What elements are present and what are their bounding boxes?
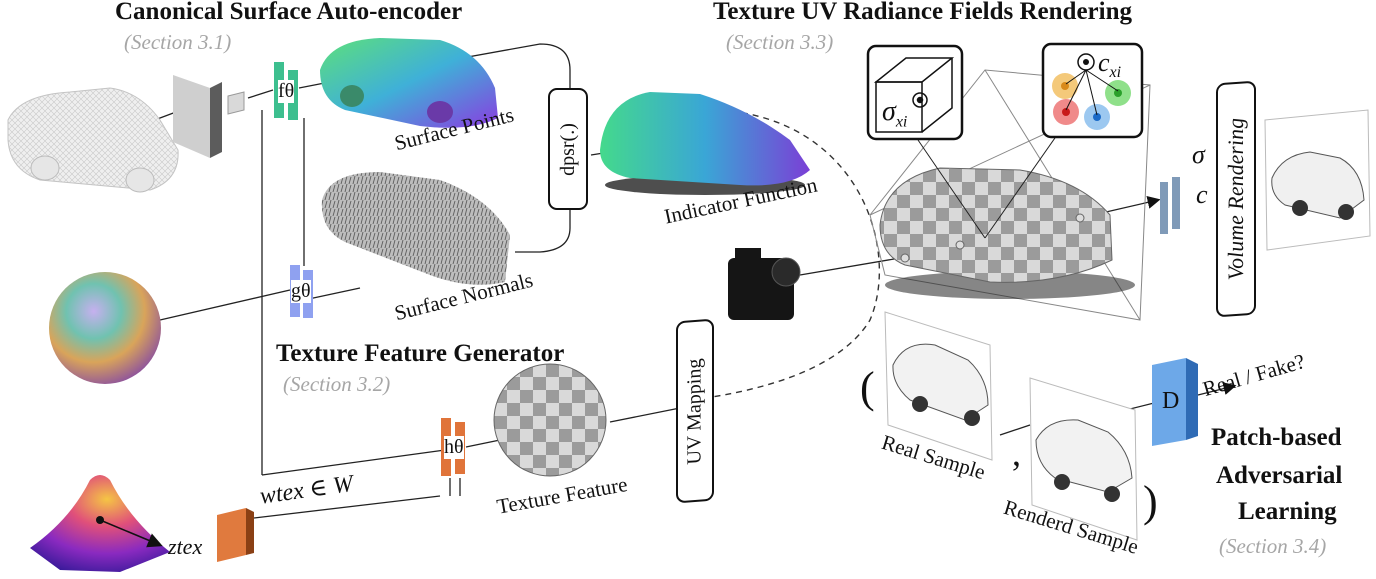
uv-mapping-box: UV Mapping [676, 318, 714, 504]
c-xi-label: cxi [1098, 48, 1122, 82]
g-network-label: gθ [291, 280, 311, 303]
connection-lines [135, 43, 1237, 519]
f-network-label: fθ [278, 80, 295, 103]
indicator-car-icon [600, 92, 810, 195]
rendering-title: Texture UV Radiance Fields Rendering [713, 0, 1132, 25]
adversarial-title-3: Learning [1238, 498, 1337, 525]
surface-points-car-icon [320, 38, 498, 128]
sphere-icon [49, 272, 161, 384]
encoder-block-icon [173, 75, 245, 158]
adversarial-section: (Section 3.4) [1219, 534, 1327, 558]
autoencoder-title: Canonical Surface Auto-encoder [115, 0, 463, 25]
discriminator-label: D [1162, 388, 1180, 414]
uv-mapping-label: UV Mapping [683, 357, 706, 465]
dpsr-box: dpsr(.) [548, 88, 588, 210]
autoencoder-section: (Section 3.1) [124, 30, 232, 54]
surface-normals-icon [321, 172, 510, 285]
texture-sphere-icon [493, 363, 607, 477]
adversarial-title-2: Adversarial [1216, 462, 1343, 489]
comma: , [1012, 433, 1021, 473]
paren-close: ) [1143, 477, 1158, 526]
z-tex-label: ztex [168, 534, 203, 559]
mapping-block-icon [217, 508, 254, 562]
color-points-icon [1052, 53, 1131, 130]
c-output-label: c [1196, 180, 1208, 209]
texture-gen-title: Texture Feature Generator [276, 340, 565, 367]
texture-gen-section: (Section 3.2) [283, 372, 391, 396]
dpsr-label: dpsr(.) [556, 122, 579, 176]
sigma-output-label: σ [1192, 140, 1205, 169]
h-network-label: hθ [444, 436, 464, 459]
textured-car-icon [879, 94, 1135, 299]
rendered-sample-image [1029, 377, 1138, 541]
paren-open: ( [860, 363, 875, 412]
rendered-image [1264, 109, 1371, 251]
discriminator-block-icon [1152, 358, 1198, 446]
car-wireframe-icon [7, 87, 179, 193]
sigma-xi-label: σxi [882, 96, 908, 131]
real-sample-image [884, 311, 993, 461]
volume-rendering-box: Volume Rendering [1216, 80, 1256, 318]
mlp-block-icon [1160, 177, 1180, 234]
camera-icon [728, 248, 801, 320]
cube-density-icon [873, 57, 955, 133]
dashed-connector [704, 109, 881, 399]
rendering-section: (Section 3.3) [726, 30, 834, 54]
adversarial-title-1: Patch-based [1211, 424, 1342, 451]
gaussian-surface-icon [30, 475, 170, 572]
volume-rendering-label: Volume Rendering [1223, 117, 1248, 281]
